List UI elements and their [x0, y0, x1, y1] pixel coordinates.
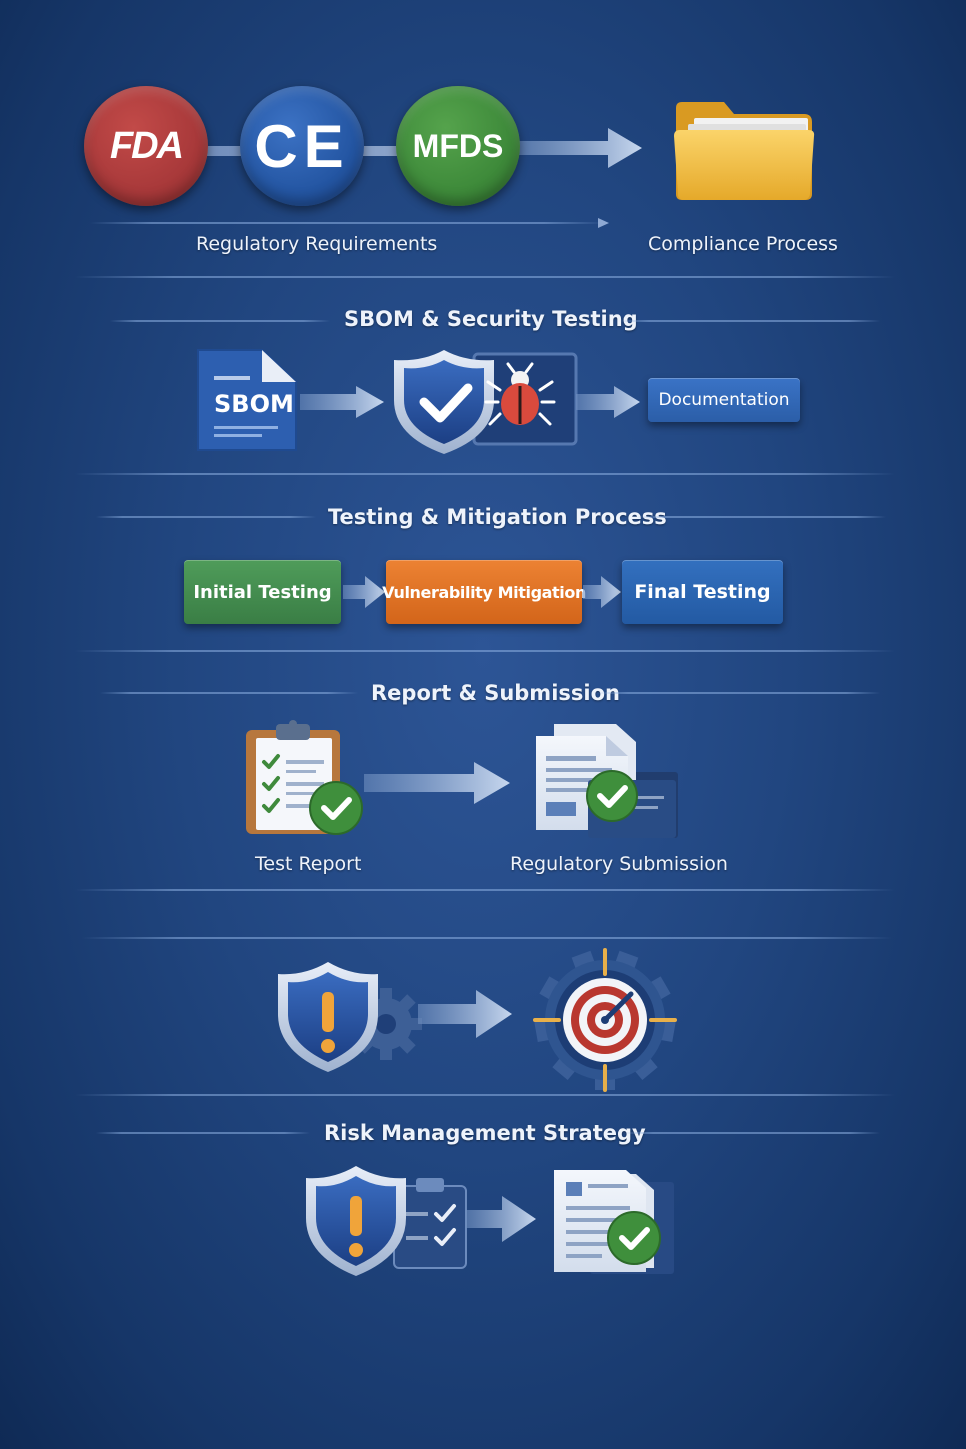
arrow-icon — [418, 990, 512, 1038]
regulatory-submission-caption: Regulatory Submission — [510, 853, 728, 875]
compliance-process-caption: Compliance Process — [648, 233, 838, 255]
folder-icon — [674, 102, 815, 200]
sbom-doc-label: SBOM — [214, 390, 294, 418]
ce-logo: CE — [240, 86, 364, 206]
test-report-caption: Test Report — [255, 853, 362, 875]
submission-documents-icon — [536, 724, 678, 838]
arrow-icon — [510, 128, 642, 168]
vulnerability-mitigation-step[interactable]: Vulnerability Mitigation — [382, 560, 586, 624]
divider — [75, 1094, 895, 1096]
fda-logo: FDA — [84, 86, 208, 206]
fda-logo-text: FDA — [109, 124, 184, 167]
shield-check-icon — [394, 350, 578, 454]
divider — [75, 276, 895, 278]
mfds-logo: MFDS — [396, 86, 520, 206]
title-rule-left — [96, 1132, 310, 1134]
arrow-icon — [576, 386, 640, 418]
title-rule-right — [622, 1132, 880, 1134]
arrow-icon — [598, 218, 609, 228]
target-gear-icon — [533, 948, 677, 1092]
arrow-icon — [364, 762, 510, 804]
title-rule-right — [594, 692, 880, 694]
sbom-document-icon — [197, 349, 297, 451]
title-rule-right — [636, 516, 886, 518]
testing-section-title: Testing & Mitigation Process — [328, 505, 667, 529]
divider — [75, 473, 895, 475]
arrow-icon — [466, 1196, 536, 1242]
divider — [75, 889, 895, 891]
title-rule-left — [100, 692, 358, 694]
ce-logo-text: CE — [254, 112, 350, 180]
arrow-icon — [583, 576, 621, 608]
mfds-logo-text: MFDS — [412, 127, 504, 164]
title-rule-right — [618, 320, 880, 322]
divider — [90, 222, 605, 224]
title-rule-left — [96, 516, 316, 518]
sbom-section-title: SBOM & Security Testing — [344, 307, 638, 331]
document-check-icon — [554, 1170, 674, 1274]
shield-warning-checklist-icon — [306, 1166, 467, 1276]
arrow-icon — [300, 386, 384, 418]
bug-icon — [484, 362, 556, 426]
report-section-title: Report & Submission — [371, 681, 620, 705]
regulatory-requirements-caption: Regulatory Requirements — [196, 233, 438, 255]
divider — [82, 937, 892, 939]
title-rule-left — [110, 320, 330, 322]
final-testing-step[interactable]: Final Testing — [622, 560, 783, 624]
initial-testing-step[interactable]: Initial Testing — [184, 560, 341, 624]
documentation-button[interactable]: Documentation — [648, 378, 800, 422]
arrow-icon — [343, 576, 385, 608]
clipboard-check-icon — [246, 720, 363, 835]
risk-section-title: Risk Management Strategy — [324, 1121, 646, 1145]
shield-warning-gear-icon — [278, 962, 422, 1072]
divider — [75, 650, 895, 652]
